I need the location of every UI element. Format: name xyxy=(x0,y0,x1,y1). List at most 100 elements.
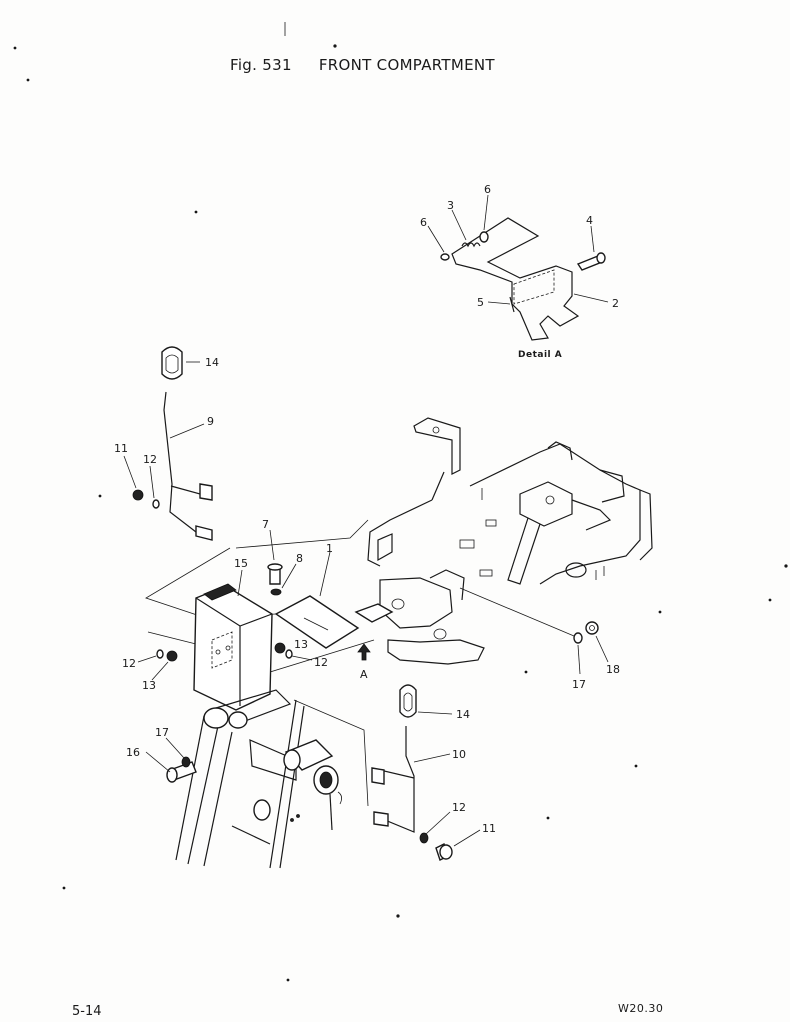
washer-part xyxy=(479,231,489,243)
bolt-head xyxy=(439,844,453,860)
detail-a-label: Detail A xyxy=(518,350,562,360)
frame-end-panel xyxy=(639,489,653,561)
scan-dot xyxy=(768,598,772,602)
explosion-line xyxy=(147,631,197,645)
frame-slot xyxy=(459,539,475,549)
bracket-detail xyxy=(451,217,580,341)
bolt-head xyxy=(166,767,178,783)
leader-line xyxy=(413,753,451,763)
callout-6: 6 xyxy=(484,183,491,196)
boom-web xyxy=(249,739,297,781)
boom-web-edge xyxy=(231,825,271,845)
callout-12: 12 xyxy=(122,657,136,670)
cover-plate-group: 1 7 8 A xyxy=(262,518,371,681)
callout-11: 11 xyxy=(114,442,128,455)
callout-10: 10 xyxy=(452,748,466,761)
mount-hole xyxy=(433,628,447,640)
leader-line xyxy=(151,661,169,681)
boom-bore xyxy=(253,799,271,821)
scan-dot xyxy=(333,44,337,48)
callout-11: 11 xyxy=(482,822,496,835)
callout-13: 13 xyxy=(294,638,308,651)
cylinder-pin-end xyxy=(283,749,301,771)
cylinder-pin-clip xyxy=(337,791,342,805)
view-arrow-label: A xyxy=(360,668,368,681)
washer-part xyxy=(440,253,450,261)
view-arrow-icon xyxy=(357,643,371,661)
scan-dot xyxy=(62,886,66,890)
scan-dot xyxy=(13,46,17,50)
callout-7: 7 xyxy=(262,518,269,531)
callout-16: 16 xyxy=(126,746,140,759)
bolt-head xyxy=(596,252,606,264)
spring-part xyxy=(461,242,481,248)
callout-17: 17 xyxy=(155,726,169,739)
frame-front-plate xyxy=(377,533,393,562)
explosion-line xyxy=(293,699,369,807)
right-fasteners: 17 18 xyxy=(572,621,620,691)
lever-bracket xyxy=(199,483,213,501)
leader-line xyxy=(595,635,609,663)
pin-part xyxy=(509,296,515,313)
washer-part xyxy=(573,632,583,644)
leader-line xyxy=(149,465,155,499)
mount-hole xyxy=(545,495,555,505)
lever-grip xyxy=(399,684,417,718)
callout-4: 4 xyxy=(586,214,593,227)
scan-dot xyxy=(396,914,400,918)
leader-line xyxy=(165,737,185,759)
leader-line xyxy=(281,563,297,589)
pivot-shaft xyxy=(215,689,292,727)
callout-17: 17 xyxy=(572,678,586,691)
scan-dot xyxy=(98,494,102,498)
scan-dot xyxy=(658,610,662,614)
callout-5: 5 xyxy=(477,296,484,309)
frame-linkage-plate xyxy=(379,577,453,629)
scan-dot xyxy=(286,978,290,982)
hidden-edge xyxy=(211,631,233,669)
cylinder-cap-center xyxy=(319,771,333,789)
lever-bracket xyxy=(195,525,213,541)
callout-18: 18 xyxy=(606,663,620,676)
hidden-edge xyxy=(513,269,555,305)
cover-plate xyxy=(274,595,360,649)
frame-cross-member xyxy=(571,499,612,531)
boom-arm xyxy=(175,715,205,861)
scan-dot xyxy=(634,764,638,768)
detail-dot xyxy=(296,814,300,818)
leader-line xyxy=(319,551,331,597)
leader-line xyxy=(137,655,157,663)
boom-arm xyxy=(203,731,233,867)
lever-grip-inner xyxy=(403,692,413,712)
callout-3: 3 xyxy=(447,199,454,212)
leader-line xyxy=(237,569,243,597)
washer-part xyxy=(181,756,191,768)
pivot-boss xyxy=(228,711,248,729)
leader-line xyxy=(169,423,205,439)
screw-head xyxy=(267,563,283,571)
boom-pivot-group: 16 17 xyxy=(126,689,342,869)
mount-hole xyxy=(432,426,440,434)
washer-part xyxy=(419,832,429,844)
washer-part xyxy=(152,499,160,509)
frame-base-plate xyxy=(387,639,485,665)
mount-hole xyxy=(215,649,221,655)
explosion-line xyxy=(145,547,231,617)
detail-a-group: 3 6 6 4 5 2 Detail A xyxy=(420,183,619,360)
scan-dot xyxy=(194,210,198,214)
mount-hole xyxy=(391,598,405,610)
leader-line xyxy=(590,225,595,253)
nut-part xyxy=(585,621,599,635)
mount-hole xyxy=(225,645,231,651)
callout-12: 12 xyxy=(452,801,466,814)
lever-grip-inner xyxy=(165,354,179,374)
callout-6: 6 xyxy=(420,216,427,229)
leader-line xyxy=(291,655,313,661)
boom-arm xyxy=(269,699,297,869)
frame-linkage-arm xyxy=(429,569,465,601)
main-frame xyxy=(354,417,653,665)
frame-boss xyxy=(565,562,587,578)
left-lever-assembly: 14 9 11 12 xyxy=(114,346,219,541)
leader-line xyxy=(573,293,609,303)
